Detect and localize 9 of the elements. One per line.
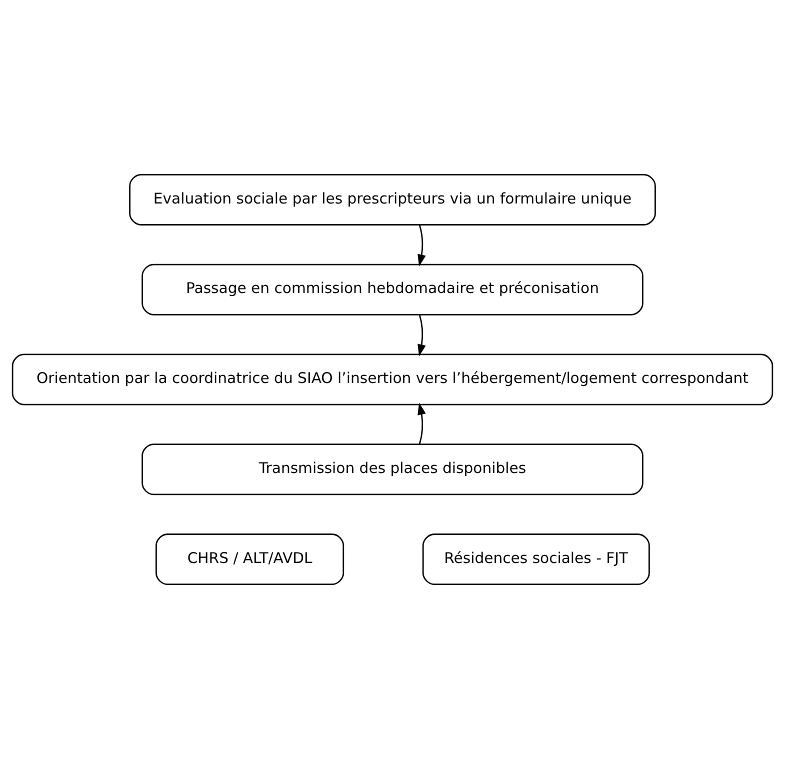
- node-box: Passage en commission hebdomadaire et préconisation: [142, 263, 644, 315]
- arrow: [418, 314, 426, 356]
- node-box: Résidences sociales - FJT: [422, 533, 650, 584]
- arrow: [418, 224, 426, 266]
- node-box: Evaluation sociale par les prescripteurs via un formulaire unique: [129, 174, 656, 225]
- node-box: CHRS / ALT/AVDL: [156, 533, 344, 584]
- node-box: Transmission des places disponibles: [142, 443, 644, 495]
- node-box: Orientation par la coordinatrice du SIAO l’insertion vers l’hébergement/logement correspondant: [12, 353, 774, 405]
- arrow: [418, 402, 426, 444]
